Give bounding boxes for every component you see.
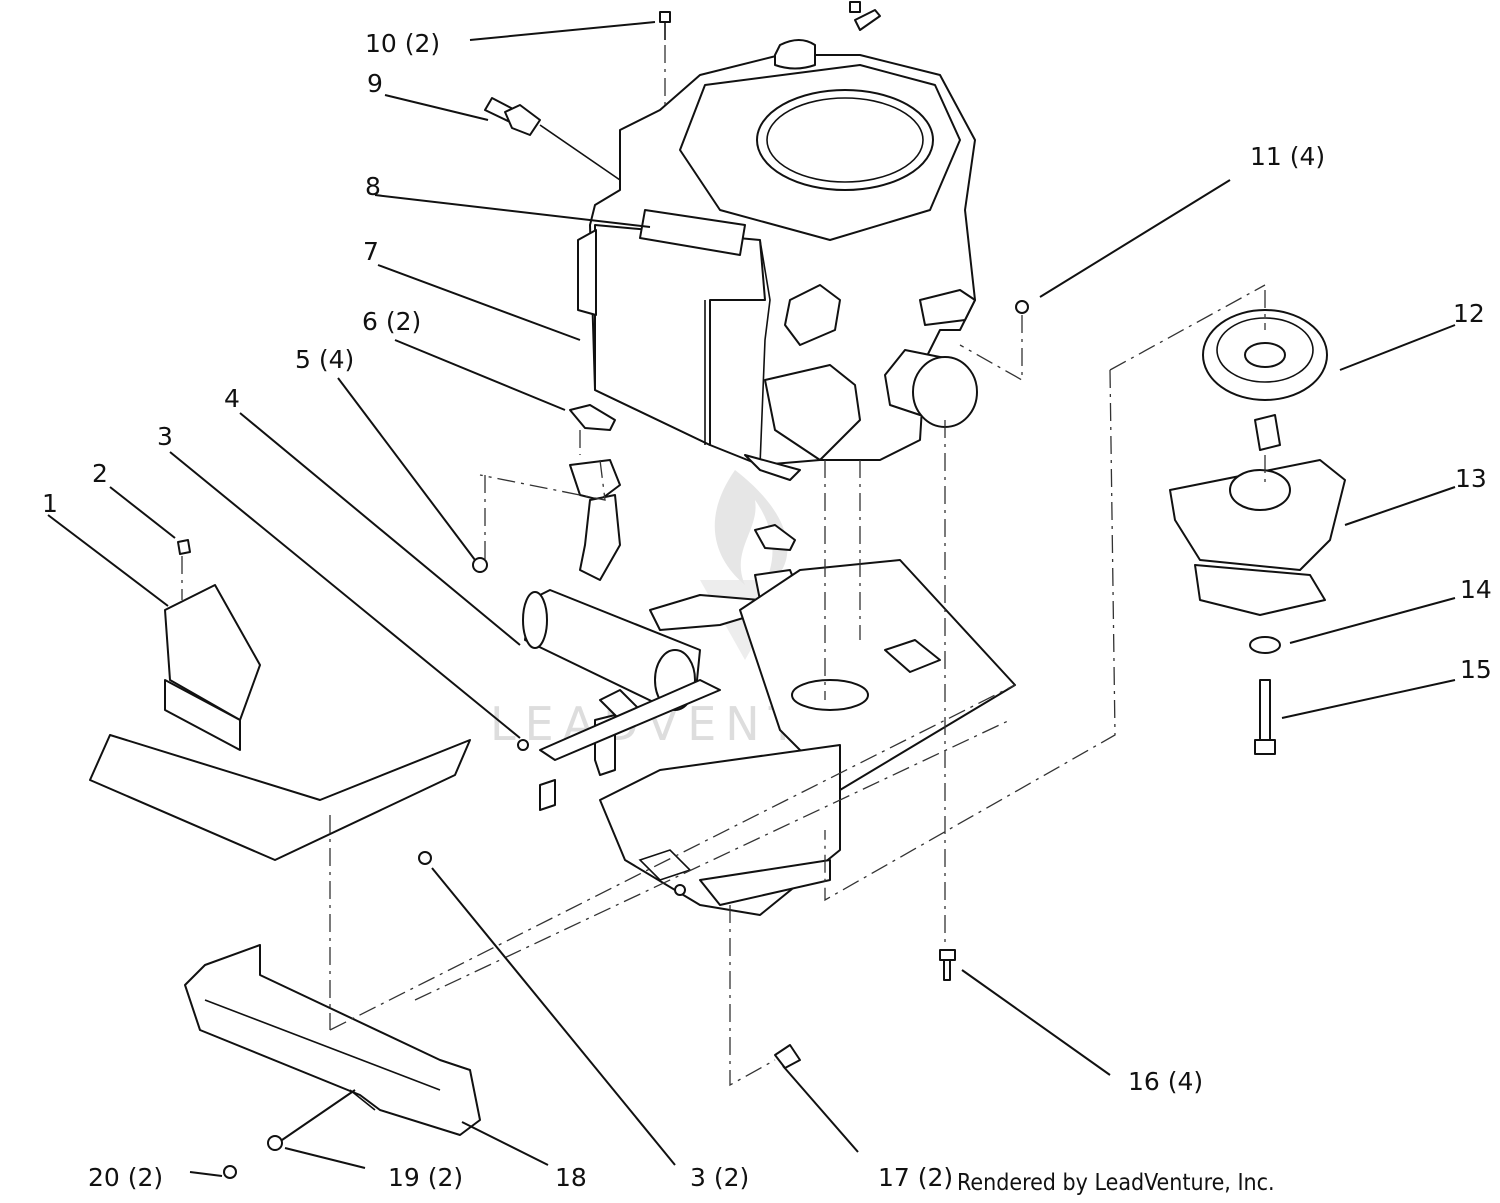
callout-18: 18 <box>555 1163 587 1192</box>
bolt-top-part[interactable] <box>659 1 881 40</box>
callout-13: 13 <box>1455 464 1487 493</box>
callout-1: 1 <box>42 489 58 518</box>
spark-plug-part[interactable] <box>484 97 621 181</box>
callout-9: 9 <box>367 69 383 98</box>
pulley-part[interactable] <box>1202 309 1328 451</box>
callout-11: 11 (4) <box>1250 142 1325 171</box>
washer-part[interactable] <box>1249 636 1281 654</box>
bolt-lower-part[interactable] <box>774 949 956 1069</box>
clutch-part[interactable] <box>1169 459 1346 616</box>
callout-20: 20 (2) <box>88 1163 163 1192</box>
callout-5: 5 (4) <box>295 345 354 374</box>
callout-17: 17 (2) <box>878 1163 953 1192</box>
callout-4: 4 <box>224 384 240 413</box>
bumper-part[interactable] <box>184 944 481 1136</box>
shield-part[interactable] <box>89 584 471 861</box>
callout-15: 15 <box>1460 655 1492 684</box>
callout-8: 8 <box>365 172 381 201</box>
callout-16: 16 (4) <box>1128 1067 1203 1096</box>
bolt-part[interactable] <box>1254 679 1276 755</box>
callout-12: 12 <box>1453 299 1485 328</box>
frame-rail-part[interactable] <box>539 679 841 916</box>
callout-19: 19 (2) <box>388 1163 463 1192</box>
gasket-part[interactable] <box>569 404 796 551</box>
washer-nut-lower-part[interactable] <box>223 1135 283 1179</box>
callout-2: 2 <box>92 459 108 488</box>
callout-10: 10 (2) <box>365 29 440 58</box>
engine-part[interactable] <box>577 39 976 481</box>
callout-3-2: 3 (2) <box>690 1163 749 1192</box>
callout-14: 14 <box>1460 575 1492 604</box>
leader-lines <box>47 21 1456 1177</box>
nut-part[interactable] <box>418 300 1029 865</box>
air-filter-part[interactable] <box>884 349 978 428</box>
callout-7: 7 <box>363 237 379 266</box>
clip-part[interactable] <box>177 539 191 555</box>
callout-3: 3 <box>157 422 173 451</box>
credit-text: Rendered by LeadVenture, Inc. <box>957 1170 1275 1196</box>
callout-6: 6 (2) <box>362 307 421 336</box>
